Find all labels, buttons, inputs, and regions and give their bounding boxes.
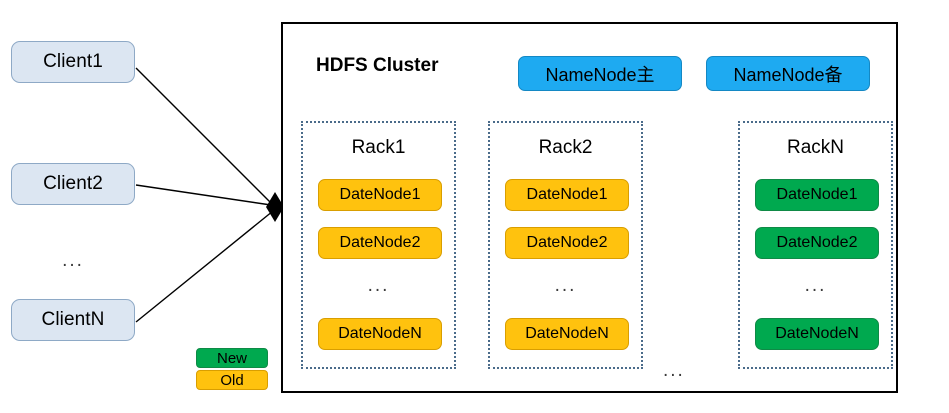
datanode-label: DateNode2 [776, 234, 858, 251]
clients-ellipsis: ... [62, 250, 84, 271]
datanode-2[interactable]: DateNode2 [318, 227, 442, 259]
datanode-label: DateNode2 [339, 234, 421, 251]
namenode-primary[interactable]: NameNode主 [518, 56, 682, 91]
rack-title: Rack2 [538, 137, 593, 158]
namenode-standby[interactable]: NameNode备 [706, 56, 870, 91]
datanode-2[interactable]: DateNode2 [755, 227, 879, 259]
rack-2: Rack2 DateNode1 DateNode2 ... DateNodeN [488, 121, 643, 369]
connector-clientn [135, 210, 274, 323]
client-label: Client1 [43, 51, 103, 72]
datanode-1[interactable]: DateNode1 [318, 179, 442, 211]
datanode-n[interactable]: DateNodeN [318, 318, 442, 350]
client-box-1[interactable]: Client1 [11, 41, 135, 83]
namenode-label: NameNode主 [545, 64, 655, 85]
hdfs-cluster-container: HDFS Cluster NameNode主 NameNode备 Rack1 D… [281, 22, 898, 393]
datanode-n[interactable]: DateNodeN [755, 318, 879, 350]
racks-gap-ellipsis: ... [663, 360, 685, 381]
connector-client2 [135, 184, 272, 206]
client-label: ClientN [41, 309, 105, 330]
legend-chip-old: Old [196, 370, 268, 390]
client-box-n[interactable]: ClientN [11, 299, 135, 341]
datanode-label: DateNode2 [526, 234, 608, 251]
legend-old-label: Old [220, 371, 244, 389]
datanode-n[interactable]: DateNodeN [505, 318, 629, 350]
datanode-2[interactable]: DateNode2 [505, 227, 629, 259]
client-label: Client2 [43, 173, 103, 194]
client-box-2[interactable]: Client2 [11, 163, 135, 205]
rack-1: Rack1 DateNode1 DateNode2 ... DateNodeN [301, 121, 456, 369]
datanode-label: DateNode1 [526, 186, 608, 203]
namenode-label: NameNode备 [733, 64, 843, 85]
rack-title: RackN [786, 137, 844, 158]
datanode-label: DateNodeN [775, 325, 859, 342]
rack-ellipsis: ... [554, 275, 577, 296]
rack-n: RackN DateNode1 DateNode2 ... DateNodeN [738, 121, 893, 369]
datanode-1[interactable]: DateNode1 [505, 179, 629, 211]
rack-ellipsis: ... [804, 275, 827, 296]
rack-title: Rack1 [351, 137, 406, 158]
datanode-label: DateNode1 [776, 186, 858, 203]
legend-new-label: New [216, 349, 247, 367]
connector-client1 [135, 67, 274, 206]
datanode-label: DateNodeN [525, 325, 609, 342]
datanode-label: DateNodeN [338, 325, 422, 342]
datanode-label: DateNode1 [339, 186, 421, 203]
rack-ellipsis: ... [367, 275, 390, 296]
legend-chip-new: New [196, 348, 268, 368]
datanode-1[interactable]: DateNode1 [755, 179, 879, 211]
cluster-title: HDFS Cluster [316, 55, 439, 76]
